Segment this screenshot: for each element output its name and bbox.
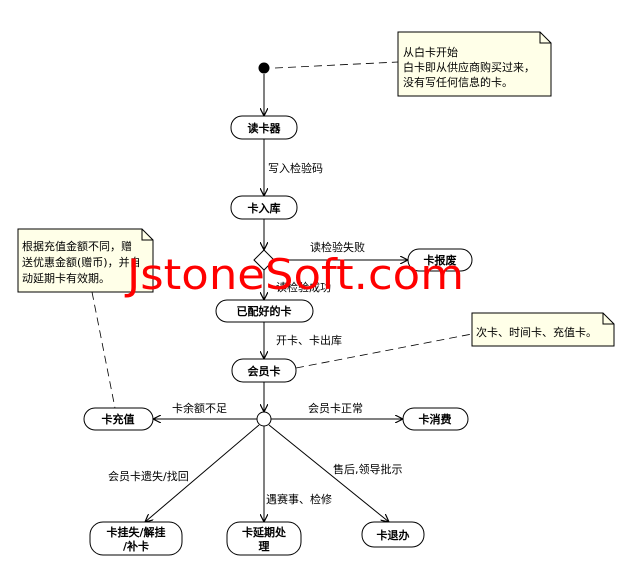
- state-card-return[interactable]: 卡退办: [361, 521, 425, 548]
- edge-junction-lost: [145, 424, 260, 522]
- state-configured-card-label: 已配好的卡: [237, 304, 292, 318]
- state-card-storage-label: 卡入库: [248, 201, 281, 215]
- state-card-scrap-label: 卡报废: [424, 253, 457, 267]
- decision-diamond: [253, 249, 275, 271]
- watermark-text: JstoneSoft.com: [124, 250, 464, 299]
- state-read-card-label: 读卡器: [248, 121, 282, 135]
- note-card-types-text: 次卡、时间卡、充值卡。: [476, 325, 597, 339]
- label-after-sale: 售后,领导批示: [333, 462, 403, 476]
- state-card-consume[interactable]: 卡消费: [402, 407, 469, 431]
- state-card-lost[interactable]: 卡挂失/解挂 /补卡: [89, 521, 183, 556]
- note-recharge: 根据充值金额不同，赠 送优惠金额(赠币)，并自 动延期卡有效期。: [17, 228, 154, 293]
- edge-junction-return: [268, 424, 389, 522]
- state-configured-card[interactable]: 已配好的卡: [215, 299, 314, 323]
- label-check-ok: 读检验成功: [276, 280, 331, 294]
- note-start: 从白卡开始 白卡即从供应商购买过来， 没有写任何信息的卡。: [397, 31, 552, 97]
- state-card-recharge-label: 卡充值: [102, 412, 135, 426]
- label-open-card: 开卡、卡出库: [276, 333, 342, 347]
- state-card-lost-label-1: 卡挂失/解挂: [106, 525, 165, 539]
- state-card-extend-label-1: 卡延期处: [242, 525, 287, 539]
- state-member-card[interactable]: 会员卡: [231, 358, 297, 383]
- note-recharge-line-2: 送优惠金额(赠币)，并自: [22, 255, 141, 269]
- note-start-line-3: 没有写任何信息的卡。: [403, 75, 513, 89]
- state-card-scrap[interactable]: 卡报废: [407, 248, 473, 272]
- state-card-storage[interactable]: 卡入库: [230, 195, 298, 220]
- note-start-line-1: 从白卡开始: [403, 45, 458, 59]
- junction-node: [256, 411, 272, 427]
- anchor-start-note: [274, 61, 399, 69]
- label-card-normal: 会员卡正常: [308, 402, 363, 415]
- state-card-lost-label-2: /补卡: [123, 539, 149, 553]
- state-card-recharge[interactable]: 卡充值: [83, 407, 154, 431]
- anchor-card-types-note: [295, 333, 473, 369]
- label-write-code: 写入检验码: [268, 161, 323, 175]
- note-recharge-line-3: 动延期卡有效期。: [22, 271, 110, 285]
- label-check-fail: 读检验失败: [310, 240, 365, 254]
- label-balance-low: 卡余额不足: [172, 401, 227, 415]
- state-read-card[interactable]: 读卡器: [230, 115, 298, 140]
- label-events-repair: 遇赛事、检修: [266, 492, 332, 506]
- note-recharge-line-1: 根据充值金额不同，赠: [22, 239, 132, 253]
- state-card-extend-label-2: 理: [259, 540, 270, 553]
- label-lost-found: 会员卡遗失/找回: [108, 469, 189, 483]
- note-card-types: 次卡、时间卡、充值卡。: [471, 312, 615, 347]
- state-card-consume-label: 卡消费: [419, 412, 452, 426]
- state-card-return-label: 卡退办: [377, 528, 410, 542]
- state-card-extend[interactable]: 卡延期处 理: [226, 521, 302, 556]
- note-start-line-2: 白卡即从供应商购买过来，: [403, 60, 535, 74]
- state-member-card-label: 会员卡: [248, 364, 281, 378]
- start-node: [258, 62, 270, 74]
- anchor-recharge-note: [91, 291, 116, 409]
